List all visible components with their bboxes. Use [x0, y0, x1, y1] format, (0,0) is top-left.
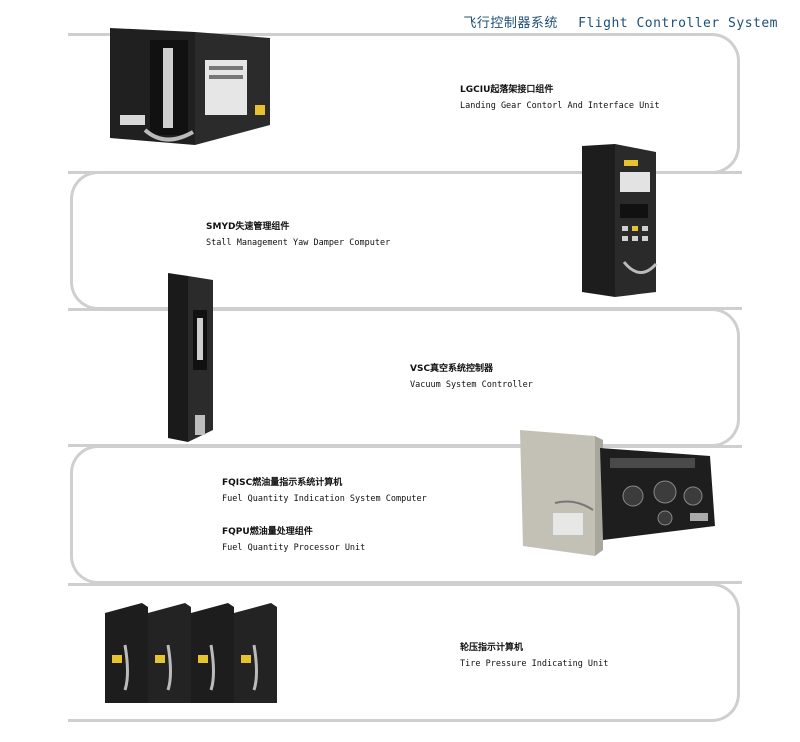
item-name-en-1: Landing Gear Contorl And Interface Unit	[460, 101, 660, 111]
header-title-cn: 飞行控制器系统	[463, 16, 558, 31]
item-name-en-5: Fuel Quantity Processor Unit	[222, 543, 366, 553]
item-name-cn-2: SMYD失速管理组件	[206, 222, 290, 232]
item-label-5: FQPU燃油量处理组件 Fuel Quantity Processor Unit	[222, 524, 365, 556]
panel-frame-5	[68, 583, 740, 722]
item-label-6: 轮压指示计算机 Tire Pressure Indicating Unit	[460, 640, 608, 672]
vsc-device-image	[163, 270, 223, 445]
header-title-en: Flight Controller System	[578, 16, 778, 31]
item-name-en-4: Fuel Quantity Indication System Computer	[222, 494, 427, 504]
item-name-cn-6: 轮压指示计算机	[460, 643, 524, 653]
fqisc-device-image	[515, 428, 725, 573]
item-label-3: VSC真空系统控制器 Vacuum System Controller	[410, 361, 533, 393]
item-label-1: LGCIU起落架接口组件 Landing Gear Contorl And In…	[460, 82, 660, 114]
item-name-cn-1: LGCIU起落架接口组件	[460, 85, 554, 95]
item-name-en-3: Vacuum System Controller	[410, 380, 533, 390]
item-name-cn-4: FQISC燃油量指示系统计算机	[222, 478, 343, 488]
tire-pressure-device-image	[100, 595, 280, 710]
smyd-device-image	[580, 142, 660, 302]
lgciu-device-image	[105, 20, 275, 160]
item-name-en-2: Stall Management Yaw Damper Computer	[206, 238, 391, 248]
item-name-en-6: Tire Pressure Indicating Unit	[460, 659, 609, 669]
page-header: 飞行控制器系统 Flight Controller System	[463, 12, 778, 31]
item-label-2: SMYD失速管理组件 Stall Management Yaw Damper C…	[206, 219, 390, 251]
panel-frame-4	[70, 445, 742, 584]
item-label-4: FQISC燃油量指示系统计算机 Fuel Quantity Indication…	[222, 475, 427, 507]
item-name-cn-5: FQPU燃油量处理组件	[222, 527, 313, 537]
item-name-cn-3: VSC真空系统控制器	[410, 364, 494, 374]
